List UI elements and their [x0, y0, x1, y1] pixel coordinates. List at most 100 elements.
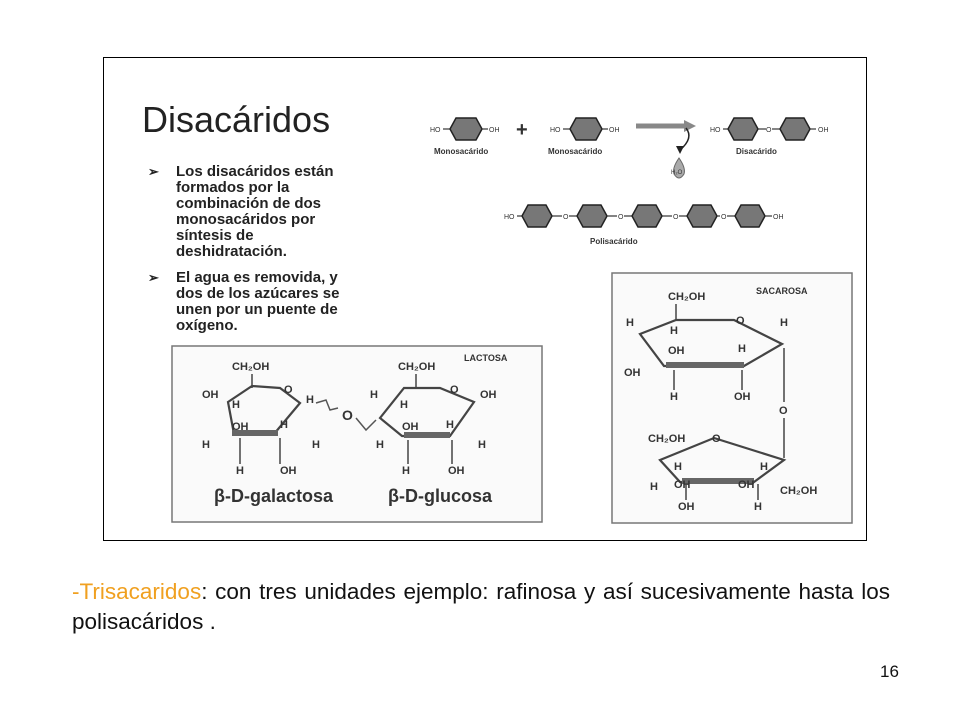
ring-hexagon — [686, 204, 718, 228]
o-label: O — [563, 214, 569, 221]
o-label: O — [673, 214, 679, 221]
bullet-1-line-6: deshidratación. — [176, 243, 287, 260]
ring-hexagon — [521, 204, 553, 228]
ring-hexagon — [569, 117, 603, 141]
monosaccharide-label: Monosacárido — [548, 147, 602, 156]
h-label: H — [280, 419, 288, 431]
oh-label: OH — [668, 345, 685, 357]
ring-o: O — [284, 384, 293, 396]
fructose-ring — [658, 436, 787, 484]
bullet-marker: ➢ — [148, 270, 160, 285]
ring-hexagon — [734, 204, 766, 228]
h-label: H — [402, 465, 410, 477]
oh-label: OH — [738, 479, 755, 491]
ho-label: HO — [504, 214, 515, 221]
bridge-o: O — [779, 405, 788, 417]
disaccharide-figure: Disacáridos ➢ Los disacáridos están form… — [103, 57, 867, 541]
bullet-1-line-3: combinación de dos — [176, 195, 321, 212]
sacarosa-label: SACAROSA — [756, 286, 808, 296]
disaccharide-label: Disacárido — [736, 147, 777, 156]
oh-label: OH — [609, 127, 620, 134]
oh-label: OH — [489, 127, 500, 134]
h-label: H — [670, 391, 678, 403]
caption-highlight: -Trisacaridos — [72, 579, 202, 604]
caption-body: : con tres unidades ejemplo: rafinosa y … — [72, 579, 890, 634]
glucosa-ring — [378, 386, 476, 438]
bullet-2-line-1: El agua es removida, y — [176, 269, 338, 286]
ho-label: HO — [710, 127, 721, 134]
oh-label: OH — [480, 389, 497, 401]
glucose-ring — [638, 318, 785, 368]
h-label: H — [446, 419, 454, 431]
glucosa-name: β-D-glucosa — [388, 486, 493, 506]
ring-o: O — [712, 433, 721, 445]
h-label: H — [376, 439, 384, 451]
h-label: H — [232, 399, 240, 411]
oh-label: OH — [734, 391, 751, 403]
h-label: H — [760, 461, 768, 473]
glycosidic-bridge-o: O — [342, 407, 353, 423]
h-label: H — [738, 343, 746, 355]
h-label: H — [312, 439, 320, 451]
bullet-1-line-5: síntesis de — [176, 227, 254, 244]
h-label: H — [754, 501, 762, 513]
oh-label: OH — [624, 367, 641, 379]
h-label: H — [674, 461, 682, 473]
o-label: O — [721, 214, 727, 221]
lactosa-panel: LACTOSA CH₂OH O OH H H OH H H H H OH β-D… — [171, 345, 543, 523]
h-label: H — [780, 317, 788, 329]
monosaccharide-label: Monosacárido — [434, 147, 488, 156]
h-label: H — [650, 481, 658, 493]
polysaccharide-label: Polisacárido — [590, 237, 638, 246]
bullet-1-line-2: formados por la — [176, 179, 290, 196]
figure-title: Disacáridos — [142, 99, 330, 140]
oh-label: OH — [202, 389, 219, 401]
ho-label: HO — [430, 127, 441, 134]
ch2oh-label: CH₂OH — [780, 485, 817, 497]
h-label: H — [670, 325, 678, 337]
ring-hexagon — [576, 204, 608, 228]
plus-sign: + — [516, 119, 528, 141]
water-drop-icon — [673, 157, 685, 179]
oh-label: OH — [280, 465, 297, 477]
water-label: H₂O — [671, 170, 683, 176]
ch2oh-label: CH₂OH — [232, 361, 269, 373]
h-label: H — [626, 317, 634, 329]
ho-label: HO — [550, 127, 561, 134]
ring-hexagon — [727, 117, 759, 141]
galactosa-name: β-D-galactosa — [214, 486, 334, 506]
h-label: H — [202, 439, 210, 451]
ch2oh-label: CH₂OH — [668, 291, 705, 303]
oh-label: OH — [818, 127, 829, 134]
ring-hexagon — [631, 204, 663, 228]
ring-hexagon — [779, 117, 811, 141]
disaccharide-diagram: Disacáridos ➢ Los disacáridos están form… — [142, 99, 853, 524]
caption-text: -Trisacaridos: con tres unidades ejemplo… — [72, 577, 890, 637]
ch2oh-label: CH₂OH — [648, 433, 685, 445]
oh-label: OH — [232, 421, 249, 433]
page-number: 16 — [880, 662, 899, 681]
lactosa-label: LACTOSA — [464, 353, 508, 363]
oh-label: OH — [448, 465, 465, 477]
h-label: H — [370, 389, 378, 401]
oh-label: OH — [773, 214, 784, 221]
ring-hexagon — [449, 117, 483, 141]
h-label: H — [236, 465, 244, 477]
oh-label: OH — [674, 479, 691, 491]
h-label: H — [478, 439, 486, 451]
sacarosa-panel: SACAROSA CH₂OH O H H H OH H OH H OH O CH… — [611, 272, 853, 524]
o-label: O — [766, 127, 772, 134]
bullet-marker: ➢ — [148, 164, 160, 179]
bullet-2-line-3: unen por un puente de — [176, 301, 338, 318]
ch2oh-label: CH₂OH — [398, 361, 435, 373]
bullet-1-line-4: monosacáridos por — [176, 211, 315, 228]
h-label: H — [400, 399, 408, 411]
bullet-2-line-2: dos de los azúcares se — [176, 285, 339, 302]
oh-label: OH — [402, 421, 419, 433]
bullet-2-line-4: oxígeno. — [176, 317, 238, 334]
oh-label: OH — [678, 501, 695, 513]
bullet-1-line-1: Los disacáridos están — [176, 163, 334, 180]
o-label: O — [618, 214, 624, 221]
ring-o: O — [450, 384, 459, 396]
ring-o: O — [736, 315, 745, 327]
